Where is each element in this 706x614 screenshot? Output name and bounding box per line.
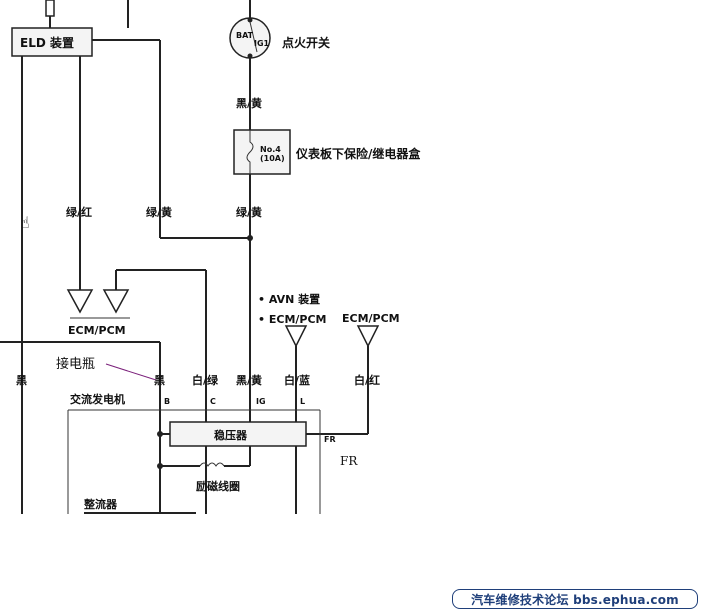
green-red-label: 绿/红 (66, 205, 92, 219)
ecm-pcm-mid-connector (284, 325, 308, 348)
terminal-ig-label: IG (256, 397, 266, 406)
battery-note-label: 接电瓶 (56, 356, 95, 372)
bat-label: BAT (236, 31, 254, 40)
alternator-label: 交流发电机 (70, 392, 125, 406)
green-yellow-left-label: 绿/黄 (146, 205, 172, 219)
field-coil-icon (199, 462, 225, 467)
black-yellow-top-label: 黑/黄 (236, 96, 262, 110)
eld-device-box (11, 27, 93, 57)
terminal-b-label: B (164, 397, 170, 406)
green-yellow-right-label: 绿/黄 (236, 205, 262, 219)
ignition-switch-label: 点火开关 (282, 35, 330, 50)
forum-watermark: 汽车维修技术论坛 bbs.ephua.com (452, 589, 698, 609)
ig1-label: IG1 (254, 39, 270, 48)
field-coil-label: 励磁线圈 (196, 479, 240, 493)
rectifier-label: 整流器 (83, 497, 118, 511)
fr-note-label: FR (340, 454, 358, 468)
black-left-label: 黑 (16, 374, 27, 387)
battery-note-pointer (105, 363, 157, 381)
ecm-pcm-left-label: ECM/PCM (68, 324, 126, 337)
terminal-c-label: C (210, 397, 216, 406)
terminal-fr-label: FR (324, 435, 336, 444)
ecm-pcm-right-connector (356, 325, 380, 348)
fuse-box-label: 仪表板下保险/继电器盒 (295, 146, 421, 161)
fuse-amp-label: (10A) (260, 154, 285, 163)
fuse-icon (246, 130, 254, 174)
avn-device-label: • AVN 装置 (258, 292, 320, 306)
terminal-l-label: L (300, 397, 305, 406)
ecm-pcm-left-connector-b (102, 289, 130, 314)
black-yellow-bottom-label: 黑/黄 (236, 373, 262, 387)
white-green-label: 白/绿 (192, 373, 219, 387)
fuse-box (233, 129, 291, 175)
white-blue-label: 白/蓝 (284, 373, 310, 387)
ecm-pcm-left-connector-a (66, 289, 94, 314)
white-red-label: 白/红 (354, 373, 380, 387)
ecm-pcm-bullet-label: • ECM/PCM (258, 313, 327, 326)
black-mid-label: 黑 (154, 374, 165, 387)
regulator-label: 稳压器 (214, 428, 248, 442)
hand-cursor-icon: ☝ (20, 213, 30, 232)
fuse-no-label: No.4 (260, 145, 281, 154)
eld-device-label: ELD 装置 (20, 35, 74, 50)
eld-top-connector (45, 0, 55, 17)
ecm-pcm-right-label: ECM/PCM (342, 312, 400, 325)
